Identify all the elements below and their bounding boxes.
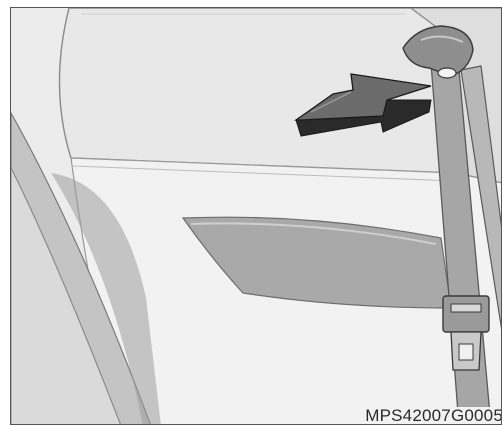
seat-belt-shoulder-anchor-illustration — [11, 8, 502, 425]
illustration-frame: MPS42007G0005 — [10, 7, 502, 425]
figure-code: MPS42007G0005 — [361, 407, 502, 425]
buckle-plate-hole — [459, 344, 473, 360]
belt-buckle-tongue — [443, 296, 489, 332]
buckle-slot — [451, 304, 481, 312]
anchor-slot — [438, 68, 456, 78]
